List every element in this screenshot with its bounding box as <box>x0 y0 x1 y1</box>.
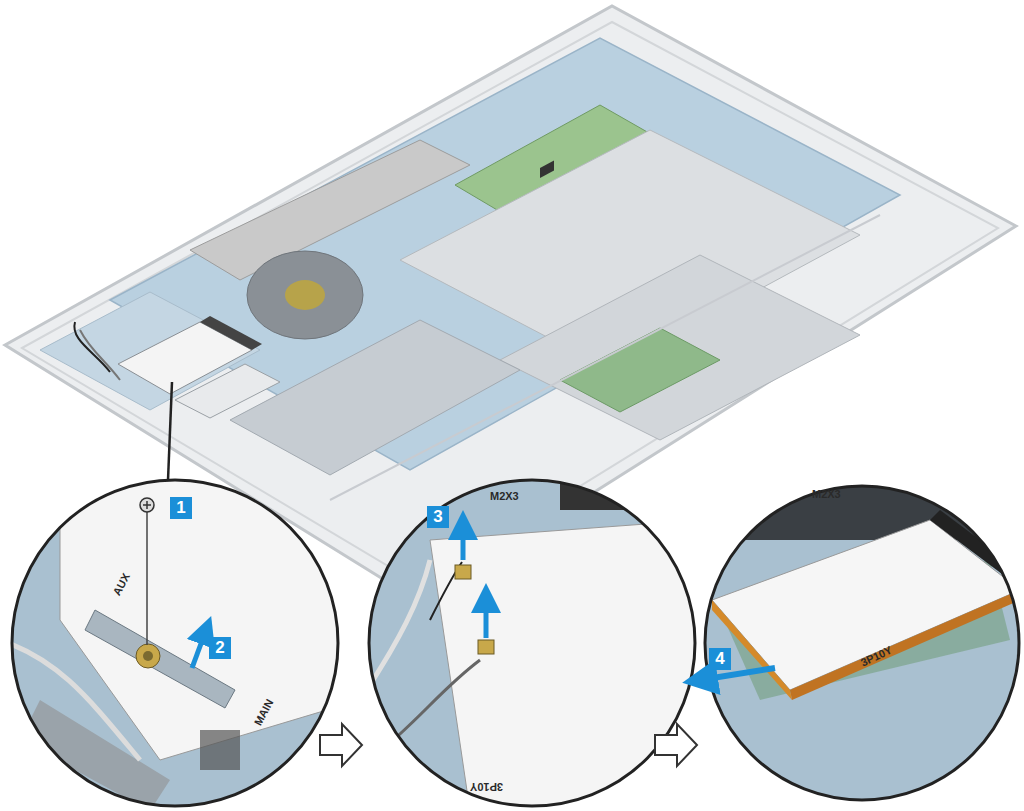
callout-number: 1 <box>170 497 192 519</box>
callout-number: 2 <box>209 637 231 659</box>
card-label: 3P10Y <box>470 780 503 793</box>
board-label: M2X3 <box>490 490 519 503</box>
callout-number: 3 <box>427 506 449 528</box>
board-label: M2X3 <box>812 488 841 501</box>
callout-number: 4 <box>709 648 731 670</box>
